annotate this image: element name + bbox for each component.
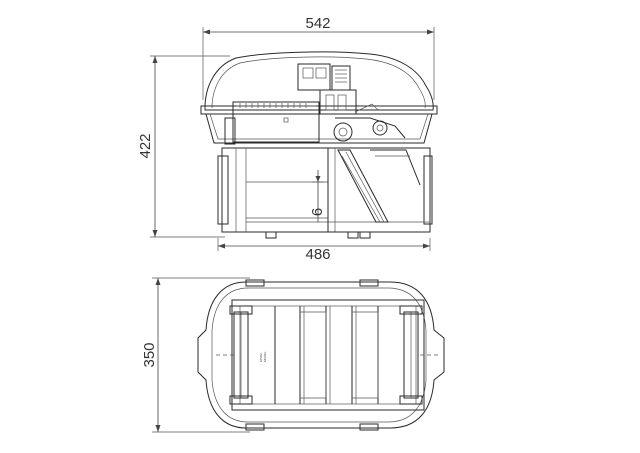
dimension-6-label: 6: [309, 208, 326, 216]
pivot-wheel: [333, 122, 353, 142]
angled-flap: [337, 149, 389, 223]
side-elevation-view: 542 422 486: [137, 15, 438, 263]
dimension-plan-depth: 350: [141, 277, 250, 433]
dimension-350-label: 350: [141, 342, 158, 367]
plan-outer-shell: [197, 281, 445, 429]
dimension-486-label: 486: [305, 246, 330, 263]
dimension-422-label: 422: [137, 133, 154, 158]
dimension-side-height: 422: [137, 55, 230, 238]
plan-view: 350 EPHM M: [141, 277, 445, 433]
dimension-top-width: 542: [202, 15, 435, 100]
left-inner-panel: [224, 101, 320, 145]
dimension-542-label: 542: [305, 15, 330, 32]
lower-housing: 6: [217, 147, 433, 239]
dimension-bottom-width: 486: [217, 238, 431, 263]
svg-text:EPHM: EPHM: [259, 353, 263, 362]
plan-small-label: EPHM MODEL: [259, 351, 267, 362]
svg-text:MODEL: MODEL: [263, 351, 267, 362]
dome-cover: [204, 51, 434, 111]
housing-body: [221, 147, 431, 233]
mechanism-assembly: [297, 63, 406, 142]
